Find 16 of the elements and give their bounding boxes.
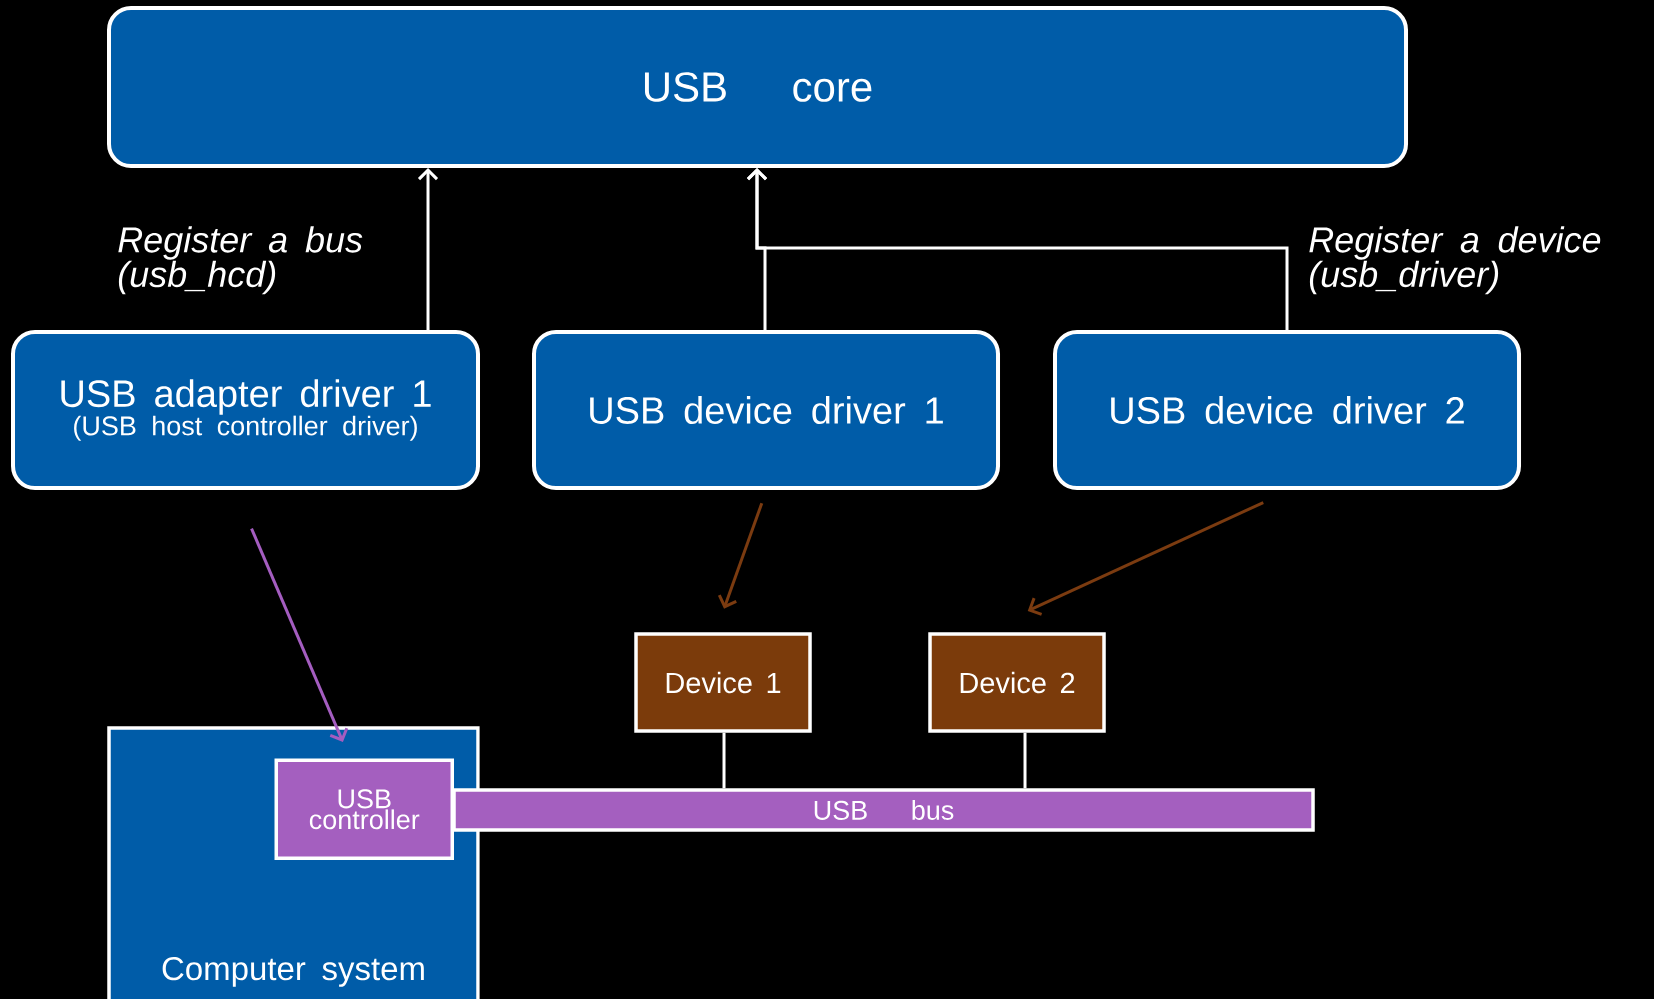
arrow bbox=[717, 502, 764, 609]
connector-line bbox=[722, 732, 726, 789]
arrow bbox=[1027, 501, 1264, 616]
device-box: Device 2 bbox=[928, 632, 1106, 733]
connector-line bbox=[1023, 732, 1027, 789]
edge-label: Register a device (usb_driver) bbox=[1309, 226, 1601, 295]
arrow bbox=[417, 168, 439, 330]
driver-box: USB adapter driver 1 (USB host controller driver) bbox=[11, 330, 480, 490]
controller-box: USB controller bbox=[274, 758, 454, 860]
driver-box: USB device driver 2 bbox=[1053, 330, 1521, 490]
core-box: USB core bbox=[107, 6, 1408, 168]
arrow bbox=[250, 528, 349, 742]
device-box: Device 1 bbox=[634, 632, 812, 733]
arrow bbox=[746, 168, 1289, 330]
driver-box: USB device driver 1 bbox=[532, 330, 1000, 490]
edge-label: Register a bus (usb_hcd) bbox=[118, 226, 363, 295]
